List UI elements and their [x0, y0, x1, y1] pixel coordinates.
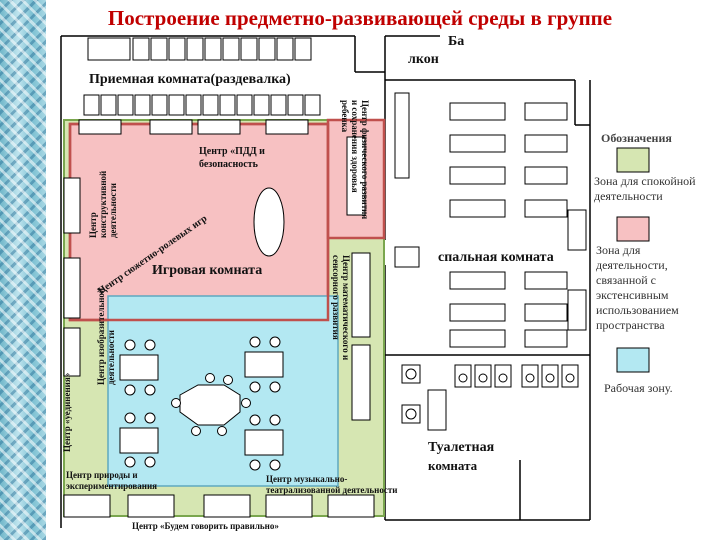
balcony-label-1: Ба — [448, 34, 465, 49]
legend-swatch-work — [616, 347, 650, 373]
center-construct: Центр конструктивной деятельности — [88, 170, 118, 238]
bedroom-label: спальная комната — [438, 250, 554, 265]
center-traffic: Центр «ПДД и безопасность — [199, 146, 265, 170]
legend-calm-label: Зона для спокойной деятельности — [594, 174, 696, 203]
page-title: Построение предметно-развивающей среды в… — [107, 6, 613, 30]
toilet-label-1: Туалетная — [428, 440, 495, 455]
legend-active-label: Зона для деятельности, связанной с эксте… — [596, 243, 679, 332]
balcony-label-2: лкон — [408, 52, 439, 67]
reception-label: Приемная комната(раздевалка) — [89, 72, 291, 87]
role-play-rug — [253, 187, 285, 257]
center-music: Центр музыкально-театрализованной деятел… — [266, 474, 398, 495]
center-speech: Центр «Будем говорить правильно» — [132, 521, 279, 531]
center-physical: Центр физического развития и сохранения … — [340, 100, 370, 220]
legend-swatch-active — [616, 216, 650, 242]
center-solitude: Центр «уединения» — [62, 372, 72, 452]
center-nature: Центр природы и экспериментирования — [66, 470, 158, 491]
decorative-border — [0, 0, 46, 540]
legend-work-label: Рабочая зону. — [604, 381, 673, 395]
play-room-label: Игровая комната — [152, 263, 263, 278]
center-art: Центр изобразительной деятельности — [96, 287, 116, 385]
legend-title: Обозначения — [601, 131, 672, 145]
center-math: Центр математического и сенсорного разви… — [331, 255, 351, 361]
toilet-label-2: комната — [428, 458, 478, 473]
legend-swatch-calm — [616, 147, 650, 173]
center-table — [179, 384, 241, 426]
